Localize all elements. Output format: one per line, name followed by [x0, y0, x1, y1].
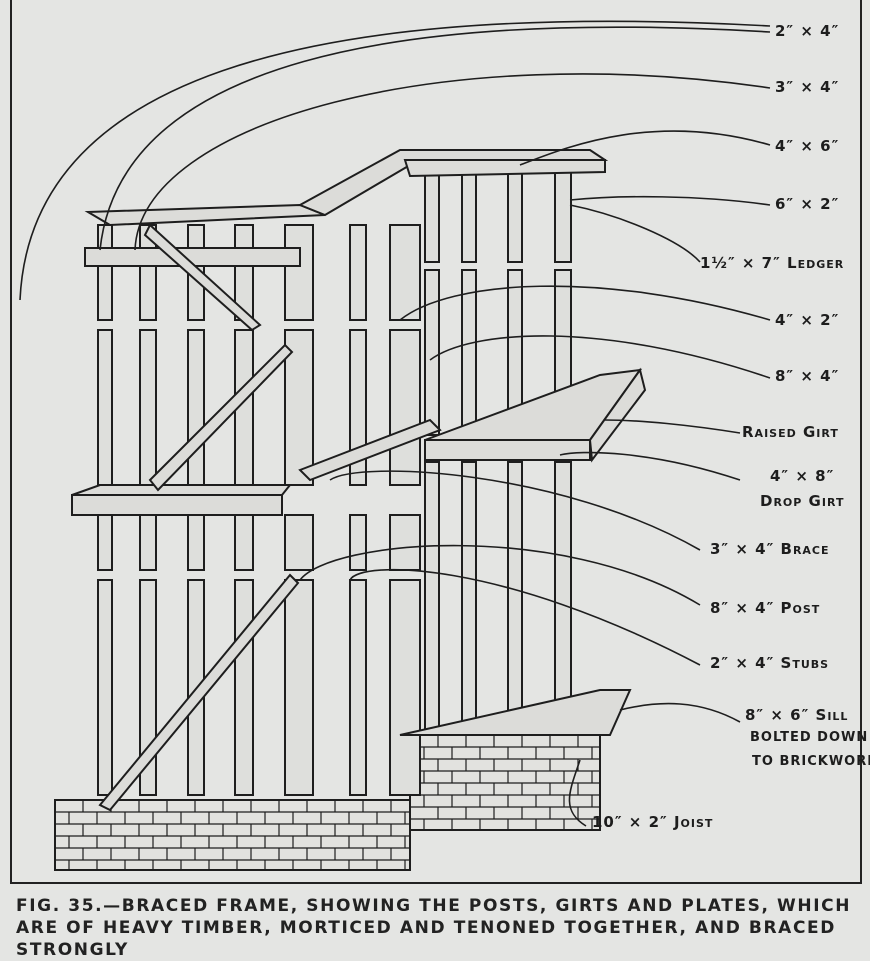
top-plates — [84, 149, 609, 267]
label-to-brickwork: to Brickwork — [752, 754, 870, 769]
label-brace: 3″ × 4″ Brace — [710, 540, 830, 558]
stub — [234, 514, 254, 571]
label-3x4: 3″ × 4″ — [775, 78, 840, 96]
lower-post — [424, 461, 440, 733]
upper-post — [389, 224, 421, 321]
mid-post — [389, 329, 421, 486]
label-ledger: 1½″ × 7″ Ledger — [700, 254, 845, 272]
brickwork-base — [54, 734, 601, 871]
upper-post — [507, 171, 523, 263]
braced-frame-drawing — [19, 20, 771, 871]
stub — [349, 514, 367, 571]
label-2x4: 2″ × 4″ — [775, 22, 840, 40]
figure-border — [10, 0, 862, 884]
sill-joists — [399, 689, 632, 736]
label-sill: 8″ × 6″ Sill — [745, 706, 849, 724]
stub — [187, 514, 205, 571]
label-stubs: 2″ × 4″ Stubs — [710, 654, 830, 672]
mid-post — [139, 329, 157, 486]
label-4x8: 4″ × 8″ — [770, 467, 835, 485]
stub — [139, 514, 157, 571]
frame-posts — [97, 171, 572, 796]
lower-post — [284, 579, 314, 796]
lower-post — [97, 579, 113, 796]
lower-post — [507, 461, 523, 733]
upper-post — [284, 224, 314, 321]
upper-post — [349, 224, 367, 321]
lower-post — [554, 461, 572, 733]
braces — [98, 223, 300, 812]
upper-post — [424, 171, 440, 263]
drop-girt — [71, 418, 442, 516]
stub — [389, 514, 421, 571]
lower-post — [389, 579, 421, 796]
stub — [284, 514, 314, 571]
raised-girt — [424, 367, 647, 463]
mid-post — [187, 329, 205, 486]
label-joist: 10″ × 2″ Joist — [592, 813, 714, 831]
upper-post — [461, 171, 477, 263]
label-bolted-down: bolted down — [750, 730, 869, 745]
mid-post — [424, 269, 440, 436]
label-4x6: 4″ × 6″ — [775, 137, 840, 155]
label-4x2: 4″ × 2″ — [775, 311, 840, 329]
label-8x4: 8″ × 4″ — [775, 367, 840, 385]
stub — [97, 514, 113, 571]
upper-post — [554, 171, 572, 263]
leader-lines — [19, 20, 771, 827]
lower-post — [234, 579, 254, 796]
figure-caption: Fig. 35.—Braced frame, showing the posts… — [16, 896, 852, 960]
label-post: 8″ × 4″ Post — [710, 599, 821, 617]
label-6x2: 6″ × 2″ — [775, 195, 840, 213]
lower-post — [461, 461, 477, 733]
label-drop-girt: Drop Girt — [760, 492, 845, 510]
upper-post — [97, 224, 113, 321]
lower-post — [349, 579, 367, 796]
label-raised-girt: Raised Girt — [742, 423, 839, 441]
mid-post — [97, 329, 113, 486]
